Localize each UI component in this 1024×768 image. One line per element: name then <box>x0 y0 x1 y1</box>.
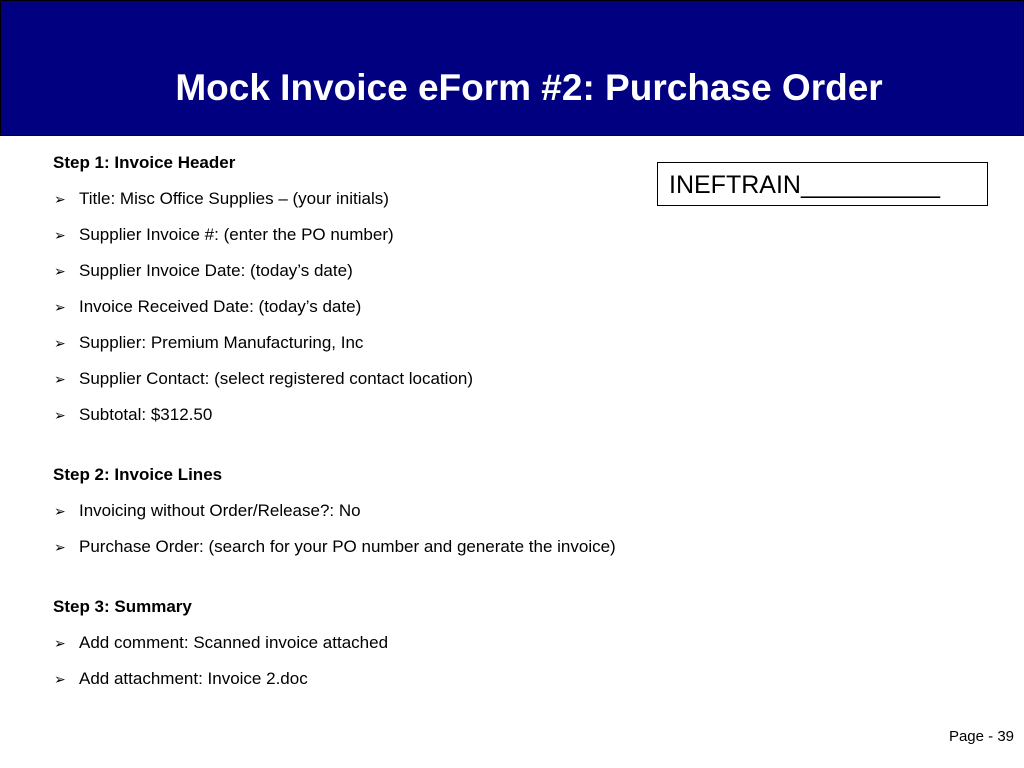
list-item: ➢ Supplier: Premium Manufacturing, Inc <box>53 331 753 355</box>
list-item: ➢ Invoice Received Date: (today’s date) <box>53 295 753 319</box>
list-item-text: Supplier Contact: (select registered con… <box>79 369 474 388</box>
section-spacer <box>53 427 753 463</box>
arrowhead-bullet-icon: ➢ <box>54 671 66 687</box>
list-item: ➢ Supplier Invoice #: (enter the PO numbe… <box>53 223 753 247</box>
list-item: ➢ Title: Misc Office Supplies – (your ini… <box>53 187 753 211</box>
page-number: Page - 39 <box>948 728 1014 745</box>
arrowhead-bullet-icon: ➢ <box>54 263 66 279</box>
section-step-2: Step 2: Invoice Lines ➢ Invoicing without… <box>53 463 753 559</box>
list-item-text: Subtotal: $312.50 <box>79 405 213 424</box>
arrowhead-bullet-icon: ➢ <box>54 635 66 651</box>
list-item-text: Invoice Received Date: (today’s date) <box>79 297 362 316</box>
instructions-content: Step 1: Invoice Header ➢ Title: Misc Offi… <box>53 151 753 691</box>
list-item-text: Add comment: Scanned invoice attached <box>79 633 389 652</box>
arrowhead-bullet-icon: ➢ <box>54 191 66 207</box>
list-item: ➢ Invoicing without Order/Release?: No <box>53 499 753 523</box>
training-code-box: INEFTRAIN__________ <box>657 162 988 206</box>
bullet-list: ➢ Title: Misc Office Supplies – (your ini… <box>53 187 753 427</box>
page-title: Mock Invoice eForm #2: Purchase Order <box>175 67 883 108</box>
arrowhead-bullet-icon: ➢ <box>54 503 66 519</box>
list-item-text: Supplier: Premium Manufacturing, Inc <box>79 333 364 352</box>
arrowhead-bullet-icon: ➢ <box>54 335 66 351</box>
list-item-text: Supplier Invoice Date: (today’s date) <box>79 261 353 280</box>
arrowhead-bullet-icon: ➢ <box>54 371 66 387</box>
list-item-text: Purchase Order: (search for your PO numb… <box>79 537 616 556</box>
list-item-text: Invoicing without Order/Release?: No <box>79 501 361 520</box>
list-item: ➢ Subtotal: $312.50 <box>53 403 753 427</box>
section-spacer <box>53 559 753 595</box>
arrowhead-bullet-icon: ➢ <box>54 407 66 423</box>
list-item-text: Add attachment: Invoice 2.doc <box>79 669 308 688</box>
arrowhead-bullet-icon: ➢ <box>54 227 66 243</box>
list-item-text: Supplier Invoice #: (enter the PO number… <box>79 225 394 244</box>
arrowhead-bullet-icon: ➢ <box>54 539 66 555</box>
bullet-list: ➢ Invoicing without Order/Release?: No ➢ P… <box>53 499 753 559</box>
section-heading: Step 2: Invoice Lines <box>53 465 223 484</box>
list-item: ➢ Add comment: Scanned invoice attached <box>53 631 753 655</box>
bullet-list: ➢ Add comment: Scanned invoice attached ➢… <box>53 631 753 691</box>
section-step-3: Step 3: Summary ➢ Add comment: Scanned in… <box>53 595 753 691</box>
list-item: ➢ Purchase Order: (search for your PO num… <box>53 535 753 559</box>
section-heading: Step 1: Invoice Header <box>53 153 236 172</box>
section-step-1: Step 1: Invoice Header ➢ Title: Misc Offi… <box>53 151 753 427</box>
list-item: ➢ Supplier Invoice Date: (today’s date) <box>53 259 753 283</box>
title-banner: Mock Invoice eForm #2: Purchase Order <box>0 0 1024 136</box>
list-item: ➢ Add attachment: Invoice 2.doc <box>53 667 753 691</box>
section-heading: Step 3: Summary <box>53 597 192 616</box>
arrowhead-bullet-icon: ➢ <box>54 299 66 315</box>
list-item: ➢ Supplier Contact: (select registered co… <box>53 367 753 391</box>
list-item-text: Title: Misc Office Supplies – (your init… <box>79 189 389 208</box>
